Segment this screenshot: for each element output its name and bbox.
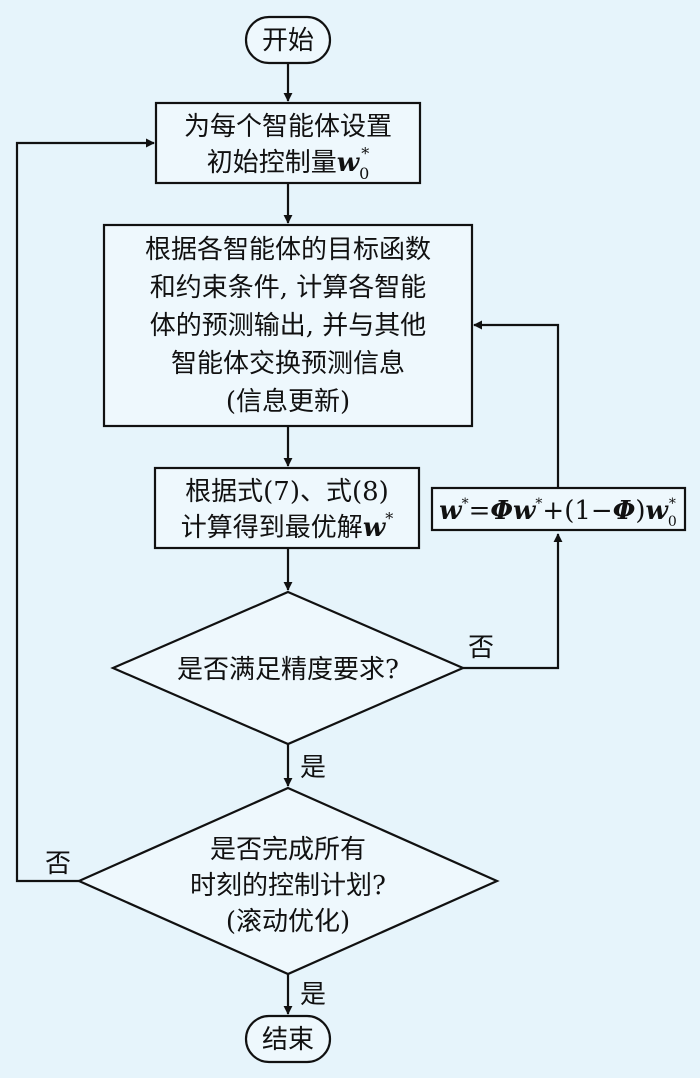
decision1-no-label: 否	[468, 633, 494, 663]
update-formula-box: w*=Φw*+(1−Φ)w0*	[430, 486, 687, 532]
compute-line1: 根据各智能体的目标函数	[145, 235, 431, 265]
arrow-decision1-no-to-formula	[463, 533, 563, 670]
start-label: 开始	[262, 26, 314, 56]
decision2-line2: 时刻的控制计划?	[190, 871, 386, 901]
compute-line3: 体的预测输出, 并与其他	[150, 311, 427, 341]
decision2-no-label: 否	[45, 849, 71, 879]
compute-line2: 和约束条件, 计算各智能	[150, 273, 427, 303]
arrow-decision2-no-to-init	[15, 138, 155, 883]
arrow-formula-to-compute	[473, 320, 560, 488]
optimal-line1: 根据式(7)、式(8)	[185, 477, 389, 507]
decision2-yes-label: 是	[300, 980, 326, 1010]
init-line2: 初始控制量w0*	[207, 144, 370, 183]
compute-box: 根据各智能体的目标函数 和约束条件, 计算各智能 体的预测输出, 并与其他 智能…	[102, 223, 474, 428]
optimal-box: 根据式(7)、式(8) 计算得到最优解w*	[153, 466, 421, 550]
end-label: 结束	[262, 1025, 314, 1055]
optimal-line2: 计算得到最优解w*	[181, 509, 393, 543]
init-box: 为每个智能体设置 初始控制量w0*	[154, 101, 422, 185]
decision1-label: 是否满足精度要求?	[177, 655, 399, 685]
init-line1: 为每个智能体设置	[184, 112, 392, 142]
compute-line5: (信息更新)	[226, 387, 350, 417]
decision2-line1: 是否完成所有	[210, 835, 366, 865]
decision1-yes-label: 是	[300, 753, 326, 783]
end-terminal: 结束	[244, 1014, 332, 1064]
decision2-line3: (滚动优化)	[226, 907, 350, 937]
compute-line4: 智能体交换预测信息	[171, 349, 405, 379]
start-terminal: 开始	[244, 15, 332, 65]
decision-precision: 是否满足精度要求?	[110, 590, 466, 746]
update-formula: w*=Φw*+(1−Φ)w0*	[439, 496, 677, 530]
decision-complete: 是否完成所有 时刻的控制计划? (滚动优化)	[76, 786, 500, 976]
